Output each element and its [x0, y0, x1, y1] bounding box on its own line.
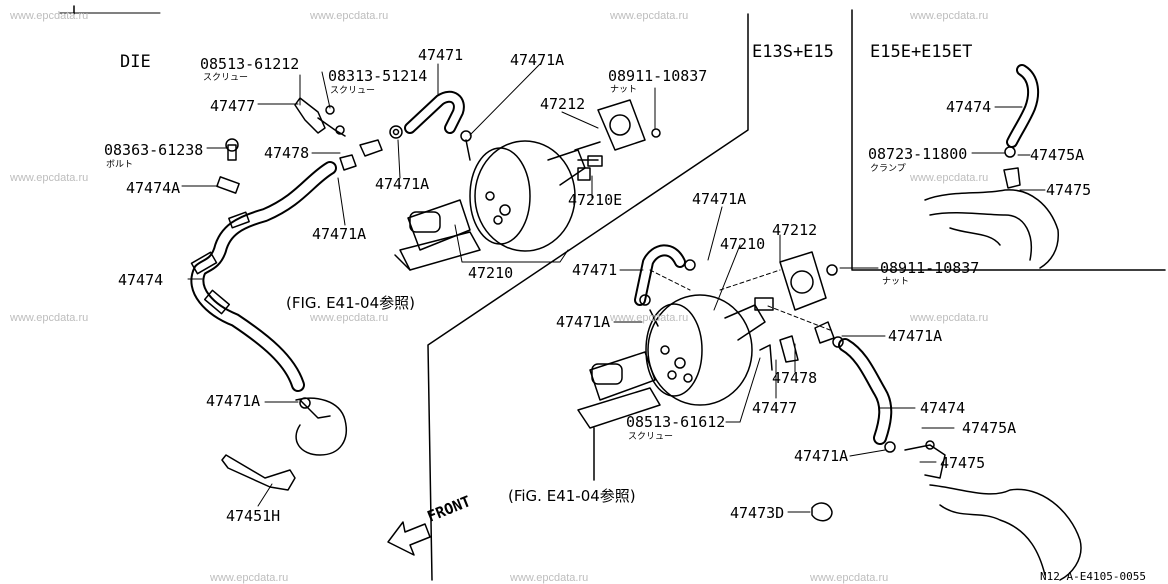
part-label[interactable]: 47471A: [312, 225, 367, 243]
inset-hose-47474: [924, 64, 1059, 269]
part-label[interactable]: 47471A: [510, 51, 565, 69]
section-title-e13s-e15: E13S+E15: [752, 42, 834, 62]
part-label[interactable]: 47471: [418, 46, 464, 64]
part-label[interactable]: 47471A: [794, 447, 849, 465]
part-label[interactable]: 47477: [752, 399, 798, 417]
right-gasket-47212: [779, 251, 838, 311]
watermark: www.epcdata.ru: [10, 172, 89, 184]
part-label[interactable]: 47210: [468, 264, 514, 282]
watermark: www.epcdata.ru: [310, 10, 389, 22]
part-sublabel: スクリュー: [330, 86, 376, 96]
part-label[interactable]: 08911-10837: [880, 259, 980, 277]
part-sublabel: ナット: [882, 277, 910, 287]
front-arrow-icon: [387, 521, 431, 556]
watermark: www.epcdata.ru: [10, 10, 89, 22]
right-leader-lines: [613, 206, 955, 513]
part-sublabel: スクリュー: [203, 73, 249, 83]
part-label[interactable]: 47212: [540, 95, 586, 113]
part-label[interactable]: 47471A: [888, 327, 943, 345]
part-label[interactable]: 47475A: [1030, 146, 1085, 164]
part-label[interactable]: 47451H: [226, 507, 281, 525]
part-sublabel: ボルト: [106, 160, 134, 170]
part-label[interactable]: 47474: [118, 271, 164, 289]
part-sublabel: クランプ: [870, 164, 906, 174]
part-label[interactable]: 47471: [572, 261, 618, 279]
section-dividers: [59, 5, 1166, 581]
part-label[interactable]: 47475A: [962, 419, 1017, 437]
watermark: www.epcdata.ru: [910, 10, 989, 22]
section-title-e15e-e15et: E15E+E15ET: [870, 42, 973, 62]
left-brake-booster-47210: [469, 140, 603, 252]
watermark: www.epcdata.ru: [610, 312, 689, 324]
part-label[interactable]: 08513-61612: [626, 413, 726, 431]
part-label[interactable]: 47210E: [568, 191, 623, 209]
part-label[interactable]: 47477: [210, 97, 256, 115]
watermark: www.epcdata.ru: [10, 312, 89, 324]
part-label[interactable]: 47471A: [556, 313, 611, 331]
left-gasket-47212: [597, 99, 661, 151]
left-leader-lines: [181, 63, 656, 507]
watermark: www.epcdata.ru: [610, 10, 689, 22]
part-label[interactable]: 47212: [772, 221, 818, 239]
part-label[interactable]: 47475: [1046, 181, 1092, 199]
part-label[interactable]: 08513-61212: [200, 55, 300, 73]
part-label[interactable]: 08313-51214: [328, 67, 428, 85]
part-label[interactable]: 47474: [920, 399, 966, 417]
watermark: www.epcdata.ru: [310, 312, 389, 324]
part-label[interactable]: 47478: [264, 144, 310, 162]
part-label[interactable]: 08911-10837: [608, 67, 708, 85]
right-master-cylinder: [577, 351, 661, 481]
left-hose-47471: [404, 90, 472, 161]
watermark: www.epcdata.ru: [910, 172, 989, 184]
part-label[interactable]: 47473D: [730, 504, 785, 522]
part-label[interactable]: 08723-11800: [868, 145, 968, 163]
left-bracket-47451h: [221, 454, 296, 491]
part-label[interactable]: 47210: [720, 235, 766, 253]
part-label[interactable]: 47474A: [126, 179, 181, 197]
right-hose-47471: [634, 244, 696, 327]
part-sublabel: スクリュー: [628, 432, 674, 442]
figure-reference: (FiG. E41-04参照): [508, 487, 636, 505]
left-master-cylinder: [394, 199, 481, 271]
watermark: www.epcdata.ru: [910, 312, 989, 324]
left-intake-manifold: [295, 397, 347, 456]
watermark: www.epcdata.ru: [510, 572, 589, 584]
part-label[interactable]: 47471A: [206, 392, 261, 410]
section-title-die: DIE: [120, 52, 151, 72]
part-label[interactable]: 47471A: [375, 175, 430, 193]
left-vacuum-hose-47474: [190, 161, 337, 392]
part-label[interactable]: 08363-61238: [104, 141, 204, 159]
right-vacuum-hose-47474: [759, 321, 893, 445]
part-sublabel: ナット: [610, 85, 638, 95]
drawing-code: N12 A-E4105-0055: [1040, 570, 1146, 583]
part-label[interactable]: 47475: [940, 454, 986, 472]
part-label[interactable]: 47474: [946, 98, 992, 116]
right-parts-lower: [811, 440, 1082, 581]
part-label[interactable]: 47471A: [692, 190, 747, 208]
part-label[interactable]: 47478: [772, 369, 818, 387]
inset-leader-lines: [971, 106, 1046, 191]
figure-reference: (FIG. E41-04参照): [286, 294, 415, 312]
watermark: www.epcdata.ru: [810, 572, 889, 584]
watermark: www.epcdata.ru: [210, 572, 289, 584]
right-brake-booster-47210: [645, 294, 774, 406]
